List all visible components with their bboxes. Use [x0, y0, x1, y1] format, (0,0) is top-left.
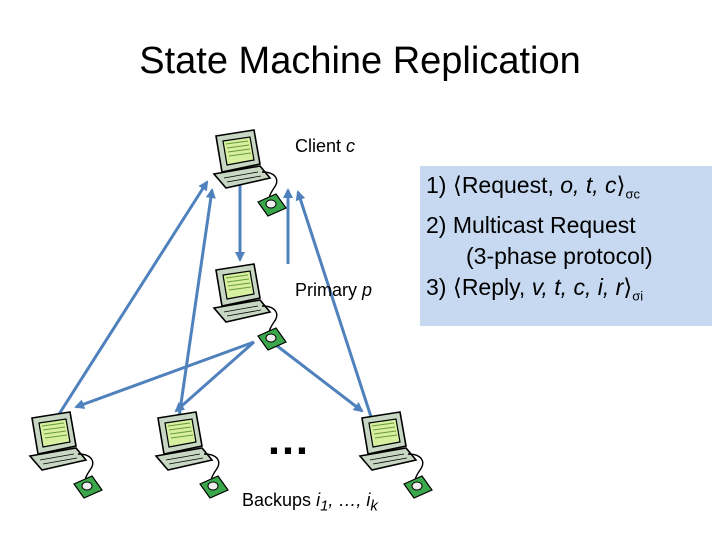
protocol-steps-box: 1) ⟨Request, o, t, c⟩σc 2) Multicast Req…: [420, 166, 712, 326]
backup-1-computer-icon: [29, 411, 103, 499]
client-label: Client c: [295, 136, 356, 156]
ellipsis: …: [266, 415, 312, 464]
backups-label: Backups i1, …, ik: [242, 490, 378, 515]
step-multicast-detail: (3-phase protocol): [466, 242, 653, 269]
client-computer-icon: [213, 129, 287, 217]
arrow-backup-left-to-client: [38, 180, 209, 445]
arrow-primary-to-backup-left: [74, 340, 255, 409]
step-multicast: 2) Multicast Request: [426, 211, 636, 238]
slide-title: State Machine Replication: [139, 40, 581, 82]
step-request: 1) ⟨Request, o, t, c⟩σc: [426, 172, 641, 202]
backup-k-computer-icon: [359, 411, 433, 499]
primary-computer-icon: [213, 263, 287, 351]
arrow-backup-mid-to-client: [174, 188, 216, 439]
arrow-primary-to-backup-mid: [174, 340, 255, 413]
arrow-primary-to-backup-right: [271, 340, 364, 413]
backup-2-computer-icon: [155, 411, 229, 499]
primary-label: Primary p: [295, 280, 373, 300]
step-reply: 3) ⟨Reply, v, t, c, i, r⟩σi: [426, 273, 644, 304]
arrow-backup-right-to-client: [295, 190, 376, 427]
